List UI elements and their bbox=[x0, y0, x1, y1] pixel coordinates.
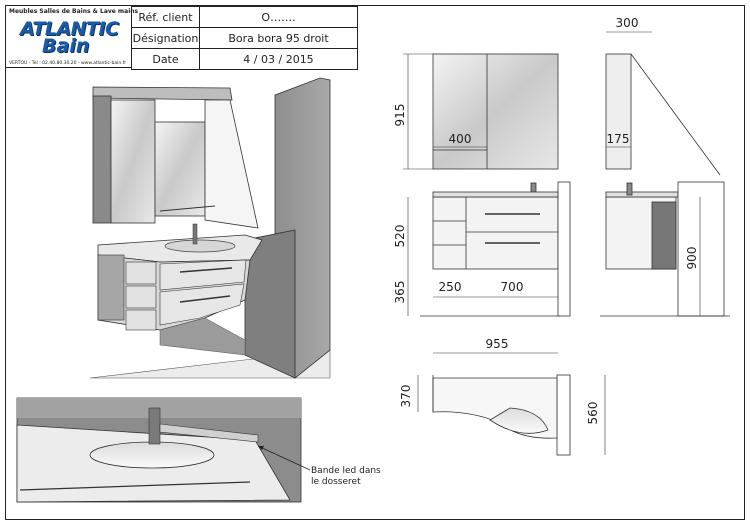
title-row: Réf. client O……. bbox=[131, 6, 358, 28]
drawer-small bbox=[125, 261, 157, 285]
detail-drawer-handle bbox=[19, 481, 251, 491]
mirror-shelf bbox=[159, 205, 216, 212]
logo-brand-line2: Bain bbox=[42, 35, 90, 57]
title-row: Date 4 / 03 / 2015 bbox=[131, 48, 358, 70]
sheet-border bbox=[5, 5, 745, 520]
plan-side-panel bbox=[556, 374, 571, 456]
dimension-labels: 915 300 400 175 520 365 900 250 700 955 … bbox=[393, 16, 699, 424]
drawer-small bbox=[125, 285, 157, 309]
callout-line: le dosseret bbox=[311, 477, 361, 487]
dim-label: 365 bbox=[393, 281, 407, 304]
faucet bbox=[192, 223, 198, 245]
mirror-side-shelf bbox=[204, 99, 259, 229]
side-wall-line bbox=[630, 53, 721, 176]
detail-view bbox=[16, 397, 311, 503]
vanity-shadow bbox=[159, 317, 246, 356]
side-countertop bbox=[605, 191, 679, 198]
callout-line: Bande led dans bbox=[311, 466, 381, 476]
dim-label: 520 bbox=[393, 225, 407, 248]
title-label: Réf. client bbox=[131, 6, 200, 28]
logo-contact: VERTOU - Tel : 02.40.80.30.20 - www.atla… bbox=[9, 61, 127, 66]
side-drawer-front bbox=[651, 201, 677, 270]
dimension-lines bbox=[403, 31, 701, 455]
title-block: Réf. client O……. Désignation Bora bora 9… bbox=[131, 6, 358, 70]
dim-label: 250 bbox=[439, 280, 462, 294]
led-strip-backsplash bbox=[159, 423, 259, 443]
title-value: 4 / 03 / 2015 bbox=[199, 48, 358, 70]
dim-label: 700 bbox=[501, 280, 524, 294]
plan-basin bbox=[489, 407, 549, 434]
vanity-left-side bbox=[97, 254, 125, 321]
mirror-door-right bbox=[154, 121, 206, 217]
detail-basin bbox=[89, 441, 215, 469]
side-wall bbox=[677, 181, 725, 317]
drawer-large bbox=[159, 283, 245, 326]
front-elevation bbox=[420, 53, 571, 317]
elev-vanity bbox=[432, 196, 559, 270]
dim-label: 370 bbox=[399, 385, 413, 408]
side-panel bbox=[244, 229, 296, 379]
plan-view bbox=[432, 374, 571, 456]
mirror-side bbox=[92, 95, 112, 224]
dim-label: 560 bbox=[586, 402, 600, 425]
dim-label: 955 bbox=[486, 337, 509, 351]
dim-label: 900 bbox=[685, 247, 699, 270]
elev-mirror-cabinet bbox=[432, 53, 559, 170]
title-label: Date bbox=[131, 48, 200, 70]
dim-label: 175 bbox=[607, 132, 630, 146]
led-callout: Bande led dans le dosseret bbox=[311, 466, 381, 488]
elev-countertop bbox=[432, 191, 559, 198]
callout-leader bbox=[257, 445, 311, 471]
callout-arrow bbox=[258, 446, 264, 450]
drawer-handle bbox=[179, 295, 231, 303]
side-faucet bbox=[626, 182, 633, 196]
drawer-handle bbox=[179, 267, 233, 273]
drawer-small bbox=[125, 309, 157, 331]
elev-side-panel bbox=[557, 181, 571, 317]
title-value: Bora bora 95 droit bbox=[199, 27, 358, 49]
logo-tagline: Meubles Salles de Bains & Lave mains bbox=[9, 8, 139, 15]
side-elevation bbox=[600, 53, 730, 317]
basin bbox=[164, 239, 236, 253]
title-row: Désignation Bora bora 95 droit bbox=[131, 27, 358, 49]
dim-label: 915 bbox=[393, 104, 407, 127]
atlantic-bain-logo: Meubles Salles de Bains & Lave mains ATL… bbox=[6, 6, 138, 68]
dim-label: 300 bbox=[616, 16, 639, 30]
mirror-door-left bbox=[110, 99, 156, 224]
perspective-view bbox=[89, 77, 331, 379]
side-mirror bbox=[605, 53, 632, 170]
logo-brand-line1: ATLANTIC bbox=[20, 18, 119, 40]
mirror-top bbox=[92, 86, 233, 101]
drawer-large bbox=[159, 259, 247, 291]
detail-faucet bbox=[148, 407, 161, 445]
dim-label: 400 bbox=[449, 132, 472, 146]
